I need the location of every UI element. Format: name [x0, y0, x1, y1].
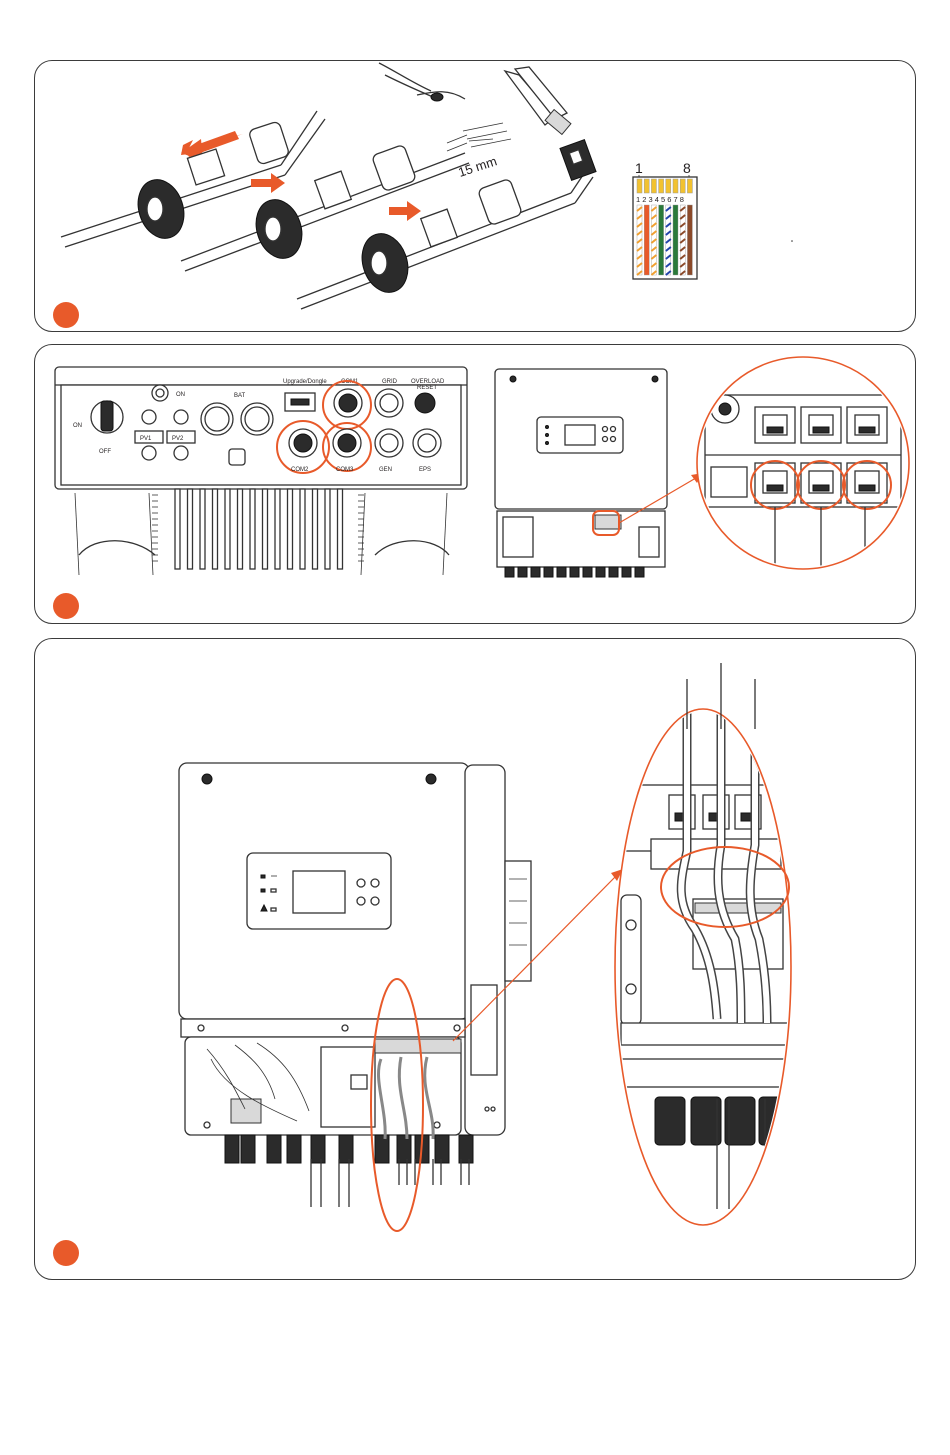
com-ports-zoom [697, 357, 909, 569]
cable-assembly-2: 15 mm [181, 123, 511, 271]
pin-contact [659, 179, 664, 193]
cable-gland [241, 1135, 255, 1163]
cable-gland [287, 1135, 301, 1163]
cable-route-zoom [615, 663, 799, 1225]
cable-gland [311, 1135, 325, 1163]
upgrade-dongle-label: Upgrade/Dongle [283, 379, 327, 385]
cable-gland [622, 567, 631, 577]
pv2-label: PV2 [172, 436, 184, 442]
cable-preparation-illustration: 15 mm [35, 61, 917, 333]
pin-first-label: 1 [635, 160, 643, 176]
rj45-latch [859, 485, 875, 491]
rj45-latch [859, 427, 875, 433]
cable-gland [267, 1135, 281, 1163]
eps-label: EPS [419, 467, 431, 473]
pin-last-label: 8 [683, 160, 691, 176]
step-1-panel: 15 mm [34, 60, 916, 332]
inverter-cable-routing-illustration [35, 639, 917, 1281]
com3-label: COM3 [336, 467, 354, 473]
heatsink-fin [238, 489, 243, 569]
crimping-tool-icon [379, 63, 465, 101]
com2-label: COM2 [291, 467, 309, 473]
rj45-latch [813, 427, 829, 433]
wire-stripe [687, 205, 692, 275]
heatsink-fin [275, 489, 280, 569]
pin-contact [673, 179, 678, 193]
rj45-latch [813, 485, 829, 491]
heatsink-fin [313, 489, 318, 569]
cable-gland [596, 567, 605, 577]
step-3-panel [34, 638, 916, 1280]
pin-contact [680, 179, 685, 193]
heatsink-fin [175, 489, 180, 569]
cable-gland [459, 1135, 473, 1163]
wire-stripe [673, 205, 678, 275]
cable-gland [635, 567, 644, 577]
pin-contact [666, 179, 671, 193]
cable-gland [505, 567, 514, 577]
wire-stripe [644, 205, 649, 275]
dc-switch-on-label: ON [73, 423, 82, 429]
reset-label: RESET [417, 385, 437, 391]
dc-switch-off-label: OFF [99, 449, 111, 455]
cable-gland [339, 1135, 353, 1163]
heatsink-fin [300, 489, 305, 569]
bat-label: BAT [234, 393, 246, 399]
power-on-label: ON [176, 392, 185, 398]
rj45-pinout-diagram: 1 8 1 2 3 4 5 6 7 8 [633, 160, 697, 279]
inverter-bottom-view: ON OFF ON PV1 PV2 BAT Upgrade/Dongle [55, 367, 467, 575]
cable-gland [655, 1097, 685, 1145]
pin-contact [651, 179, 656, 193]
cable-gland [544, 567, 553, 577]
pv1-label: PV1 [140, 436, 152, 442]
wire-stripe [659, 205, 664, 275]
cable-gland [531, 567, 540, 577]
pliers-icon [505, 67, 571, 134]
cable-gland [518, 567, 527, 577]
pin-contact [637, 179, 642, 193]
cable-gland [583, 567, 592, 577]
heatsink-fin [225, 489, 230, 569]
heatsink-fin [250, 489, 255, 569]
cable-gland [570, 567, 579, 577]
cable-gland [557, 567, 566, 577]
cable-gland [375, 1135, 389, 1163]
gen-label: GEN [379, 467, 392, 473]
rj45-latch [767, 427, 783, 433]
pin-contact [687, 179, 692, 193]
heatsink-fin [213, 489, 218, 569]
inverter-bottom-ports-illustration: ON OFF ON PV1 PV2 BAT Upgrade/Dongle [35, 345, 917, 625]
inverter-front-large [179, 763, 531, 1231]
pin-contact [644, 179, 649, 193]
cable-gland [225, 1135, 239, 1163]
grid-label: GRID [382, 379, 398, 385]
rj45-latch [767, 485, 783, 491]
heatsink-fin [188, 489, 193, 569]
pin-numbers: 1 2 3 4 5 6 7 8 [636, 195, 684, 204]
heatsink-fin [288, 489, 293, 569]
cable-gland [397, 1135, 411, 1163]
strip-length-label: 15 mm [456, 153, 498, 180]
step-2-panel: ON OFF ON PV1 PV2 BAT Upgrade/Dongle [34, 344, 916, 624]
cable-gland [435, 1135, 449, 1163]
heatsink-fin [263, 489, 268, 569]
inverter-front-small [495, 369, 667, 577]
heatsink-fin [338, 489, 343, 569]
heatsink-fin [200, 489, 205, 569]
cable-gland [609, 567, 618, 577]
heatsink-fin [325, 489, 330, 569]
cable-assembly-3 [297, 140, 596, 309]
